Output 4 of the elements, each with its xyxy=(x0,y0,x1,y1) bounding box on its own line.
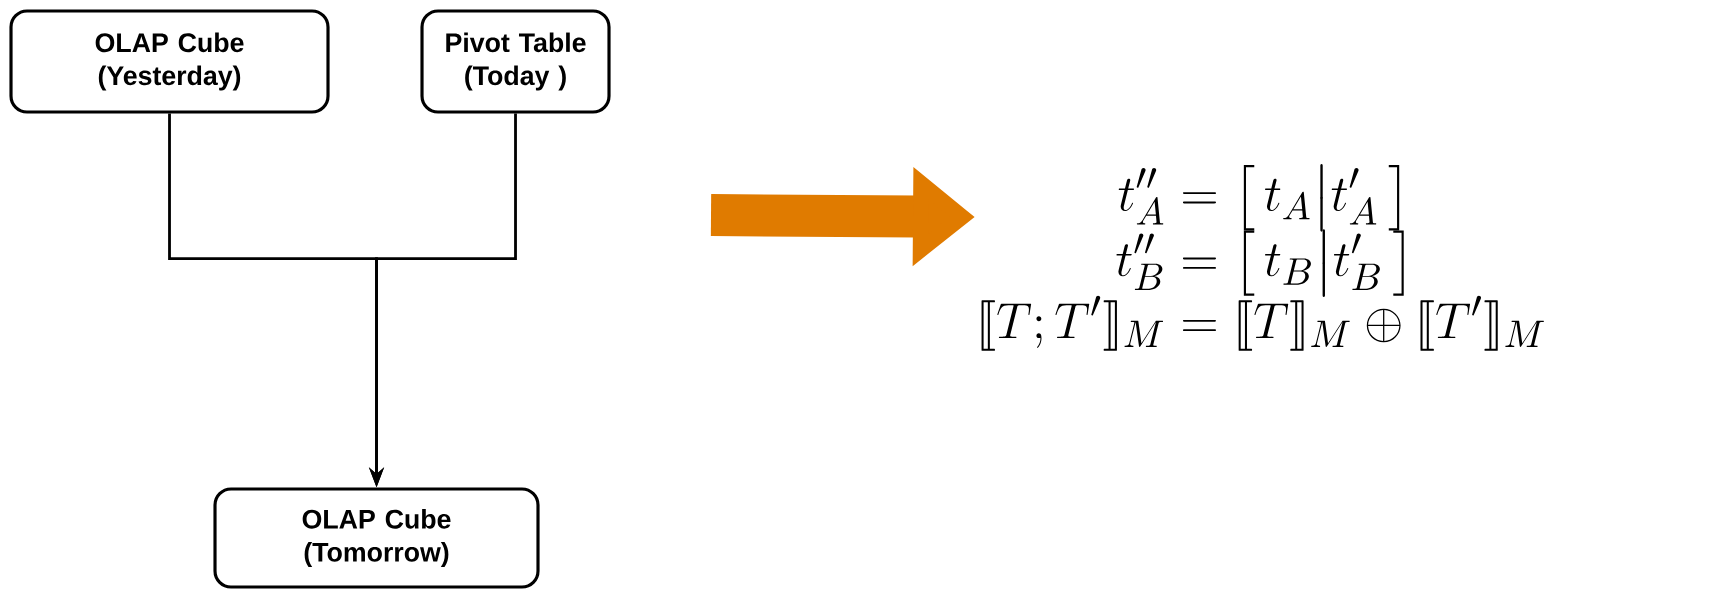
formula: $\begin{aligned} t''_A &= \left[\, t_A \middle| t'_A \,\right] \\ t''_B &= \left[\, t_B \middle| t'_B \,\right] \\ \llbracket T ; T' \rrbracket_M &= \llbracket T \rrbracket_M \oplus \llbracket T' \rrbracket_M \end{aligned}$ xyxy=(981,163,1544,351)
process-box: Pivot Table (Today ) xyxy=(420,9,611,114)
process-box: OLAP Cube (Tomorrow) xyxy=(213,487,540,589)
process-box: OLAP Cube (Yesterday) xyxy=(9,9,330,114)
